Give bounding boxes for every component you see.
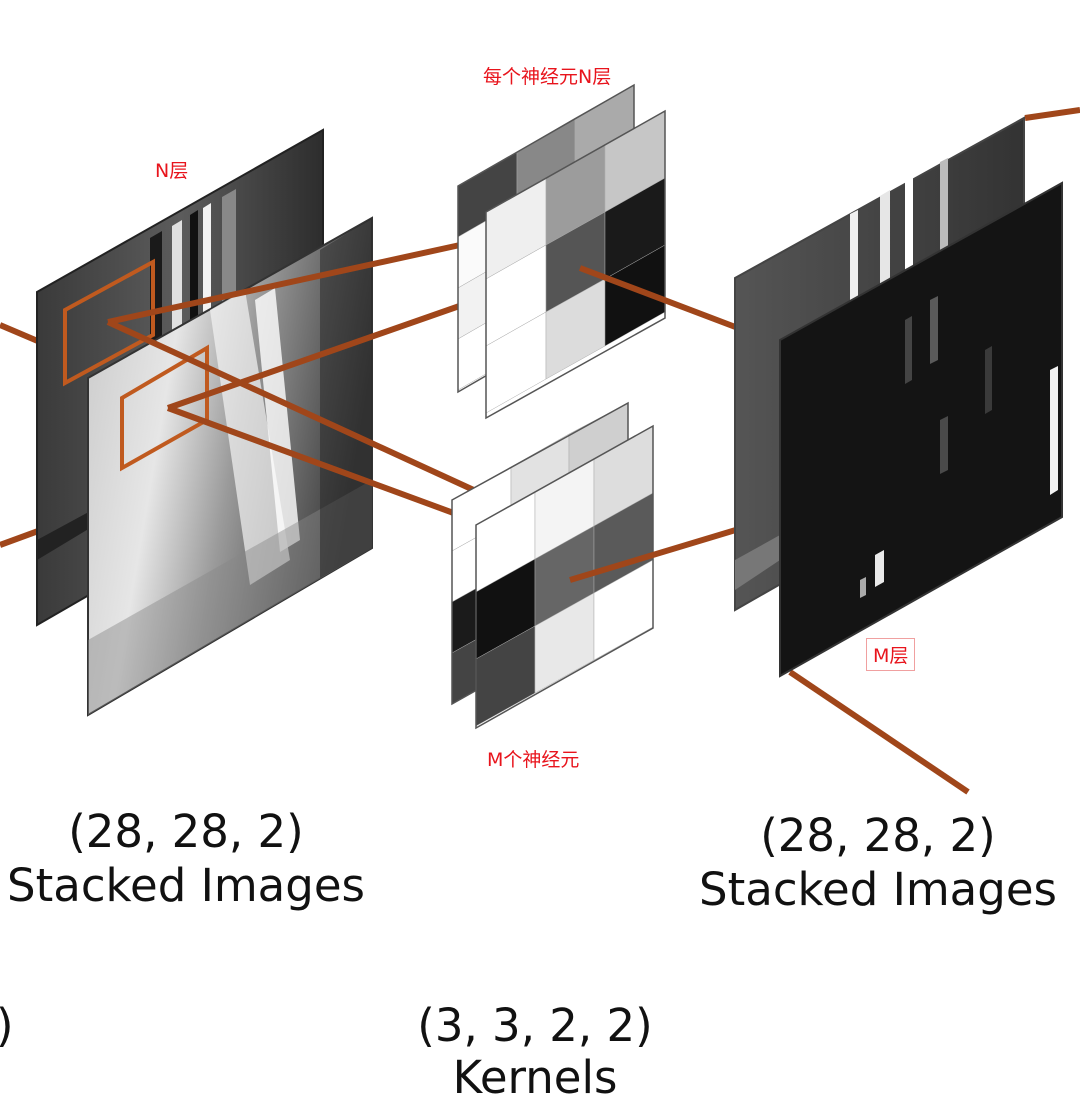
conn-front-to-kernel1: [167, 293, 489, 411]
output-name-caption: Stacked Images: [699, 863, 1057, 916]
kernel-name-caption: Kernels: [452, 1051, 618, 1104]
conn-back-to-kernel1: [107, 242, 461, 325]
kernel-2-front: [475, 424, 654, 730]
per-neuron-n-layer-label: 每个神经元N层: [483, 66, 612, 88]
input-shape-caption: (28, 28, 2): [68, 805, 304, 858]
n-layer-label: N层: [155, 160, 189, 182]
kernel-shape-caption: (3, 3, 2, 2): [417, 999, 653, 1052]
kernel-1-front: [485, 109, 666, 420]
conn-kernel1-to-output: [578, 265, 740, 331]
m-neurons-label: M个神经元: [487, 749, 580, 771]
input-name-caption: Stacked Images: [7, 859, 365, 912]
input-connector-top: [0, 322, 42, 345]
conn-back-to-kernel2: [106, 319, 480, 495]
output-shape-caption: (28, 28, 2): [760, 809, 996, 862]
m-layer-label: M层: [866, 638, 916, 671]
conn-front-to-kernel2: [166, 405, 480, 525]
output-connector-bottom: [788, 669, 970, 795]
output-layer-front: [779, 181, 1063, 678]
output-connector-top: [1024, 107, 1080, 121]
left-cut-caption: ): [0, 1000, 14, 1052]
input-back-window: [63, 258, 155, 387]
